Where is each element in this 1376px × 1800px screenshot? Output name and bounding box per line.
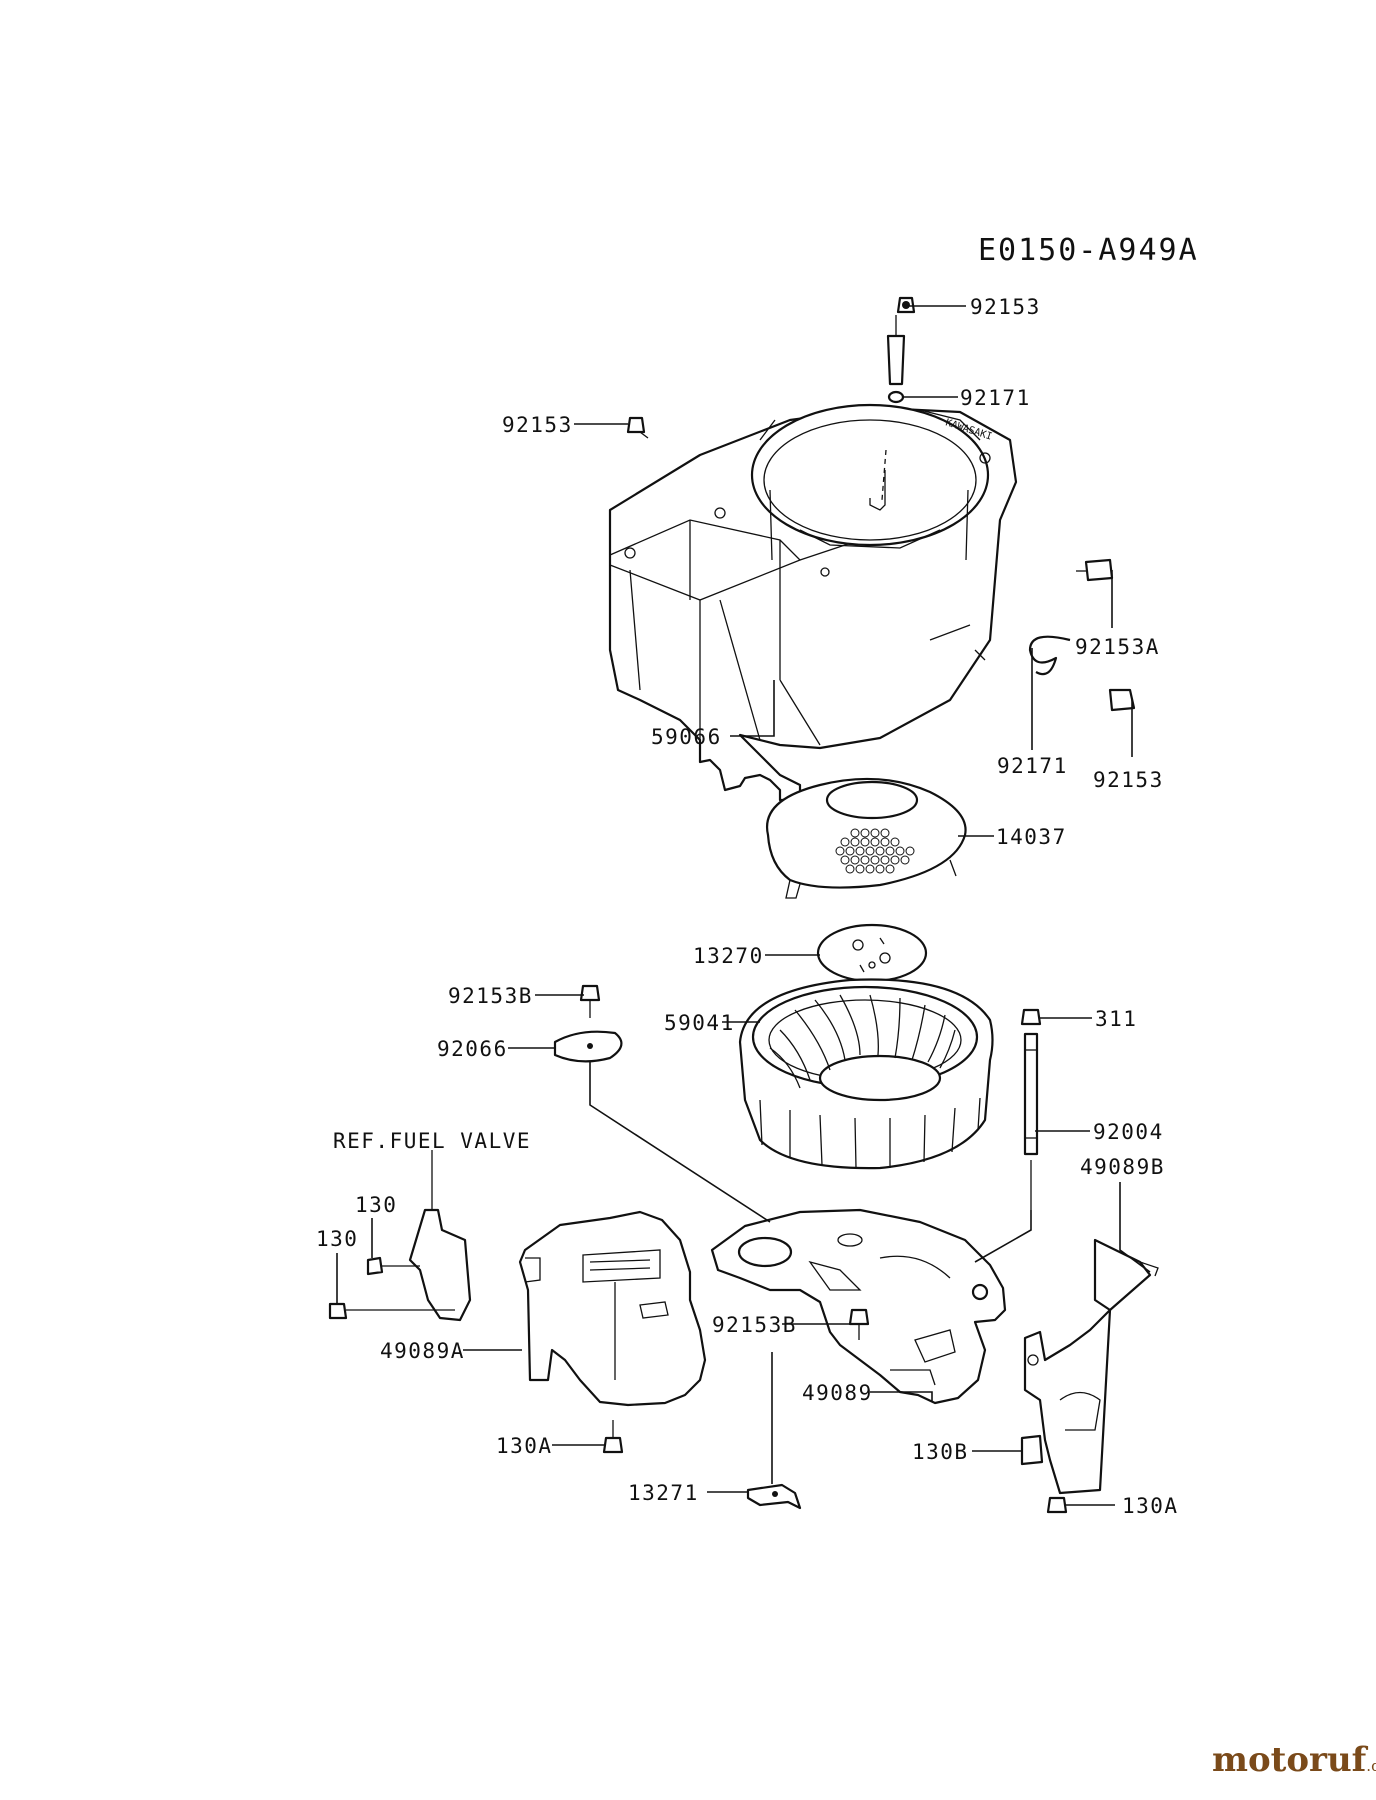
brand-tld: .de <box>1366 1757 1376 1775</box>
brand-logo: motoruf.de <box>1212 1740 1376 1780</box>
part-92153B-top-bolt <box>579 984 601 1018</box>
label-311: 311 <box>1095 1007 1137 1031</box>
label-13270: 13270 <box>693 944 764 968</box>
label-92153-top: 92153 <box>970 295 1041 319</box>
label-92171-top: 92171 <box>960 386 1031 410</box>
part-ref-fuel-valve-bracket <box>408 1150 472 1322</box>
label-49089A: 49089A <box>380 1339 465 1363</box>
part-13270-plate <box>816 923 928 983</box>
part-59041-cooling-fan <box>738 978 994 1170</box>
part-49089-baffle-plate <box>710 1208 1007 1405</box>
part-130-upper-bolt <box>366 1256 420 1276</box>
label-ref-fuel-valve: REF.FUEL VALVE <box>333 1129 531 1153</box>
label-92153-side: 92153 <box>1093 768 1164 792</box>
part-130-lower-bolt <box>328 1302 455 1320</box>
label-14037: 14037 <box>996 825 1067 849</box>
part-13271-clip <box>746 1483 802 1510</box>
label-49089: 49089 <box>802 1381 873 1405</box>
part-labels: 92153 92171 92153 92153A 92171 92153 590… <box>316 295 1179 1518</box>
part-92153B-lower-bolt <box>848 1308 870 1340</box>
label-92153B-lower: 92153B <box>712 1313 797 1337</box>
screen-mesh <box>835 828 915 874</box>
part-130A-right-bolt <box>1046 1496 1068 1514</box>
part-92171-side-clip <box>1028 635 1071 676</box>
brand-name: motoruf <box>1212 1740 1367 1780</box>
label-92153B-top: 92153B <box>448 984 533 1008</box>
part-92153-top-bolt <box>896 296 916 314</box>
label-59041: 59041 <box>664 1011 735 1035</box>
part-92153-side-bolt <box>1108 688 1136 712</box>
label-130-left: 130 <box>316 1227 358 1251</box>
leader-lines <box>336 305 1151 1506</box>
label-13271: 13271 <box>628 1481 699 1505</box>
diagram-code: E0150-A949A <box>978 233 1199 268</box>
label-92153-left: 92153 <box>502 413 573 437</box>
label-59066: 59066 <box>651 725 722 749</box>
part-14037-screen-shroud <box>765 777 967 899</box>
label-130B: 130B <box>912 1440 969 1464</box>
label-92171-side: 92171 <box>997 754 1068 778</box>
part-130A-left-bolt <box>602 1420 624 1454</box>
part-92153-left-bolt <box>626 416 649 439</box>
label-92066: 92066 <box>437 1037 508 1061</box>
part-311-nut <box>1020 1008 1042 1026</box>
part-49089B-right-baffle <box>1023 1238 1159 1495</box>
label-130-upper: 130 <box>355 1193 397 1217</box>
part-49089A-left-baffle <box>518 1210 707 1407</box>
label-130A-left: 130A <box>496 1434 553 1458</box>
part-59066-blower-housing: KAWASAKI <box>608 403 1018 802</box>
label-92153A: 92153A <box>1075 635 1160 659</box>
part-92004-stud <box>1023 1032 1039 1210</box>
part-92066-washer <box>553 1030 623 1063</box>
label-49089B: 49089B <box>1080 1155 1165 1179</box>
part-92153A-bolt <box>1076 558 1114 582</box>
part-130B-nut <box>1020 1434 1044 1466</box>
label-130A-right: 130A <box>1122 1494 1179 1518</box>
label-92004: 92004 <box>1093 1120 1164 1144</box>
